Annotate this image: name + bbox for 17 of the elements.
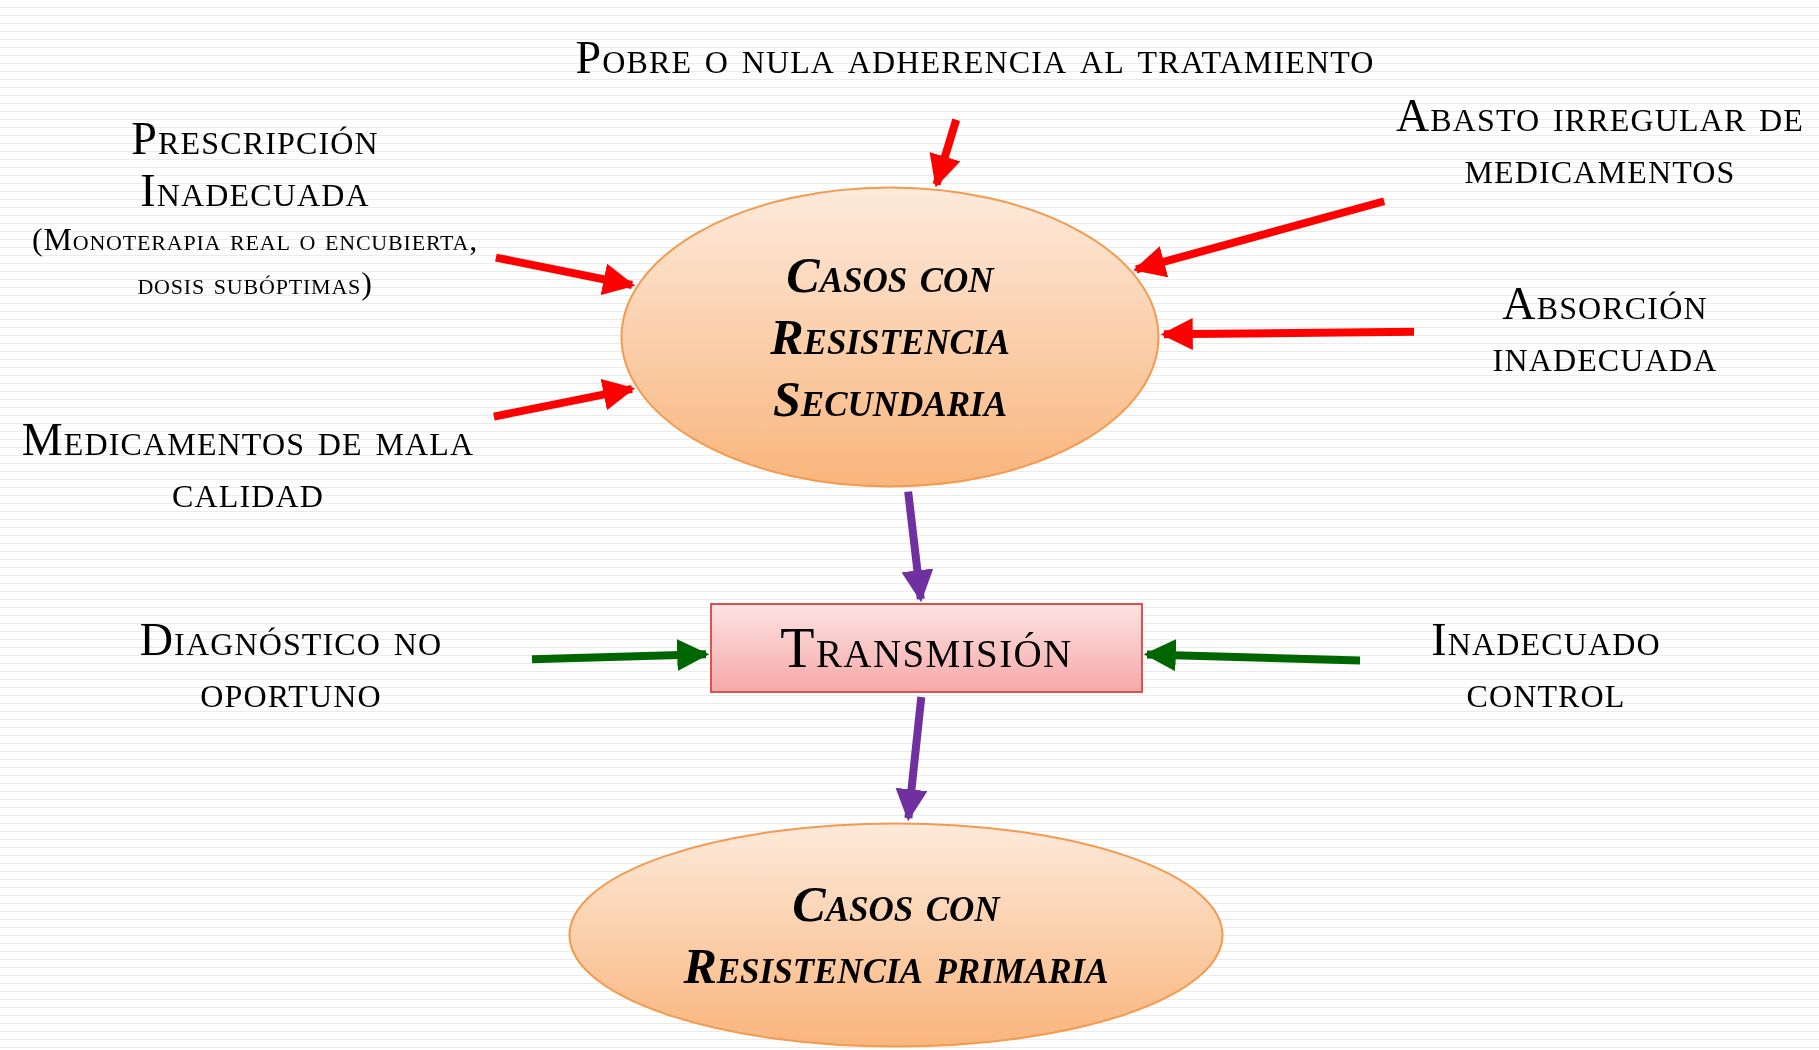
arrow bbox=[929, 118, 961, 188]
ellipse-label: Casos con Resistencia Secundaria bbox=[769, 246, 1011, 429]
cause-label: Medicamentos de mala calidad bbox=[20, 414, 476, 518]
cause-note: (Monoterapia real o encubierta, dosis subóptimas) bbox=[31, 220, 479, 303]
ellipse-label: Casos con Resistencia primaria bbox=[682, 875, 1110, 996]
cause-label: Diagnóstico no oportuno bbox=[138, 614, 444, 718]
cause-label: Prescripción Inadecuada bbox=[130, 113, 380, 217]
cause-label: Pobre o nula adherencia al tratamiento bbox=[575, 32, 1375, 84]
cause-label: Absorción inadecuada bbox=[1491, 278, 1719, 382]
box-label: Transmisión bbox=[780, 616, 1073, 680]
arrow bbox=[531, 639, 710, 672]
arrow bbox=[1160, 318, 1415, 351]
cause-label: Abasto irregular de medicamentos bbox=[1394, 90, 1806, 194]
cause-label: Inadecuado control bbox=[1430, 614, 1662, 718]
arrow bbox=[1143, 639, 1361, 672]
transmission-box bbox=[710, 603, 1143, 693]
arrow bbox=[1133, 197, 1386, 278]
